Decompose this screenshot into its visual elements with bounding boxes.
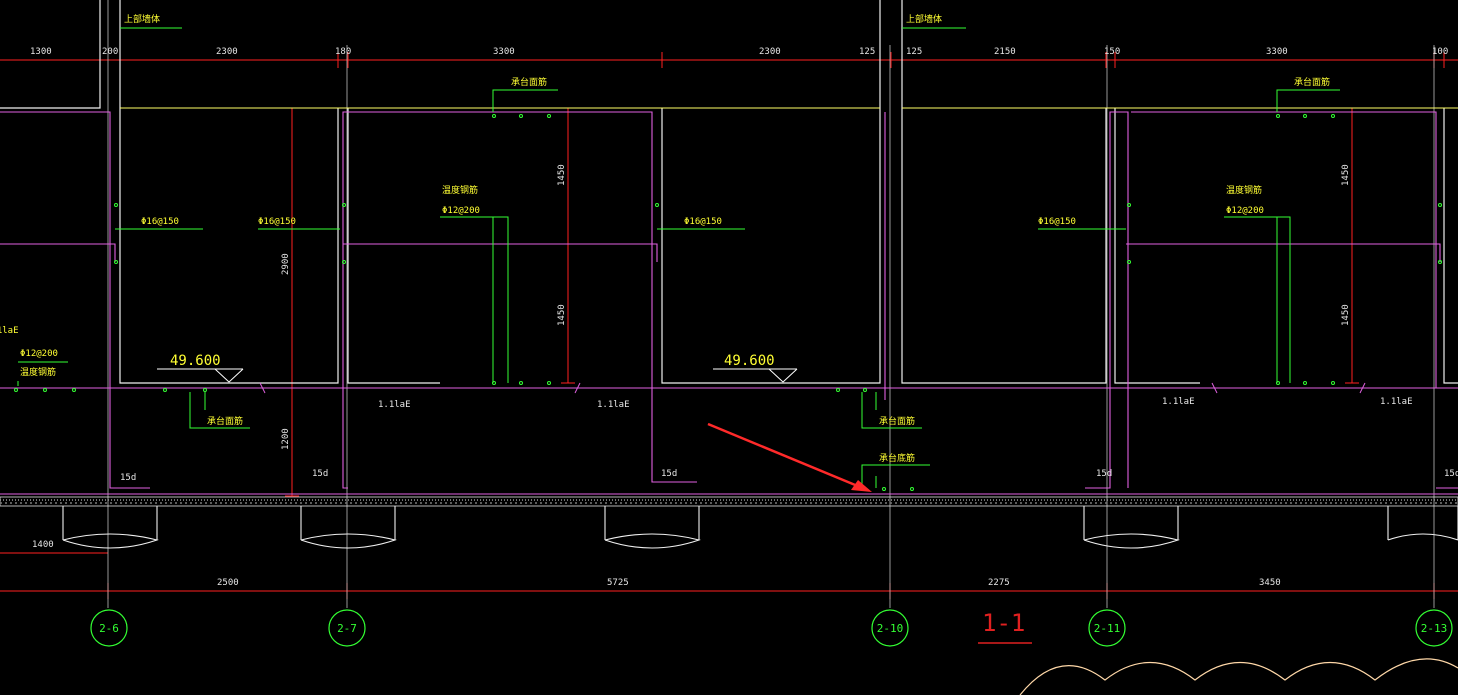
label-d16-2: Φ16@150	[258, 217, 296, 227]
label-wall-left: 上部墙体	[124, 13, 160, 25]
label-d12-1: Φ12@200	[442, 206, 480, 216]
axis-label-2-6: 2-6	[99, 622, 119, 635]
elevation-marker-right	[713, 368, 798, 383]
label-cap-edge-3: 承台面筋	[207, 415, 243, 427]
label-hook-1: 15d	[120, 473, 136, 483]
label-hook-3: 15d	[661, 469, 677, 479]
dim-top-7: 125	[906, 47, 922, 57]
dim-left: 1400	[32, 540, 54, 550]
label-hook-4: 15d	[1096, 469, 1112, 479]
label-d16-4: Φ16@150	[1038, 217, 1076, 227]
dim-top-11: 100	[1432, 47, 1448, 57]
vertical-dimension-labels: 2900 1200 1450 1450 1450 1450	[281, 164, 1351, 450]
label-d12-2: Φ12@200	[1226, 206, 1264, 216]
dim-bottom-2: 2275	[988, 578, 1010, 588]
rebar-lines	[0, 111, 1458, 495]
label-anchor-2: 1.1laE	[597, 400, 630, 410]
axis-bubble-2-13[interactable]	[1415, 609, 1453, 647]
label-anchor-1: 1.1laE	[378, 400, 411, 410]
elevation-marker-left	[157, 368, 244, 383]
dim-top-8: 2150	[994, 47, 1016, 57]
label-hook-2: 15d	[312, 469, 328, 479]
dim-top-1: 200	[102, 47, 118, 57]
dim-bottom-1: 5725	[607, 578, 629, 588]
cloud-curve	[1019, 658, 1458, 695]
bottom-dimension-labels: 2500 5725 2275 3450 1400	[32, 540, 1281, 588]
label-d16-3: Φ16@150	[684, 217, 722, 227]
dim-vert-2: 1450	[557, 164, 567, 186]
bottom-dimension-line	[0, 552, 1458, 599]
label-cap-edge-1: 承台面筋	[511, 76, 547, 88]
label-cap-edge-4: 承台面筋	[879, 415, 915, 427]
label-temp-rebar-2: 温度钢筋	[1226, 184, 1262, 196]
red-arrow-annotation	[707, 422, 872, 492]
dim-top-4: 3300	[493, 47, 515, 57]
dim-top-10: 3300	[1266, 47, 1288, 57]
grid-axis-lines	[107, 0, 1435, 608]
dim-top-9: 150	[1104, 47, 1120, 57]
annotation-labels: 上部墙体 上部墙体 承台面筋 承台面筋 温度钢筋 温度钢筋 Φ12@200 Φ1…	[0, 13, 1330, 464]
dim-top-2: 2300	[216, 47, 238, 57]
label-d16-1: Φ16@150	[141, 217, 179, 227]
label-wall-right: 上部墙体	[906, 13, 942, 25]
elevation-label-left: 49.600	[170, 353, 221, 369]
vertical-dimension-lines	[285, 107, 1359, 497]
label-hook-5: 15d	[1444, 469, 1458, 479]
axis-label-2-13: 2-13	[1421, 622, 1448, 635]
label-temp-rebar-left: 温度钢筋	[20, 366, 56, 378]
axis-bubble-2-6[interactable]	[90, 609, 128, 647]
dim-top-0: 1300	[30, 47, 52, 57]
section-title: 1-1	[982, 609, 1025, 637]
axis-bubble-2-7[interactable]	[328, 609, 366, 647]
label-cap-bottom: 承台底筋	[879, 452, 915, 464]
axis-bubble-2-10[interactable]	[871, 609, 909, 647]
dim-vert-1: 1200	[281, 428, 291, 450]
dim-vert-3: 1450	[557, 304, 567, 326]
label-d12-left: Φ12@200	[20, 349, 58, 359]
dim-top-6: 125	[859, 47, 875, 57]
axis-label-2-7: 2-7	[337, 622, 357, 635]
axis-label-2-10: 2-10	[877, 622, 904, 635]
dim-top-3: 180	[335, 47, 351, 57]
rebar-dots	[14, 114, 1442, 491]
axis-label-2-11: 2-11	[1094, 622, 1121, 635]
foundation-strip	[0, 496, 1458, 507]
top-dimension-labels: 1300 200 2300 180 3300 2300 125 125 2150…	[30, 47, 1448, 57]
elevation-label-right: 49.600	[724, 353, 775, 369]
dim-vert-5: 1450	[1341, 304, 1351, 326]
label-anchor-left-edge: 1.1laE	[0, 326, 19, 336]
elevation-labels: 49.600 49.600	[170, 353, 775, 369]
axis-bubble-2-11[interactable]	[1088, 609, 1126, 647]
wall-outlines	[0, 0, 1458, 384]
dim-vert-0: 2900	[281, 253, 291, 275]
label-temp-rebar-1: 温度钢筋	[442, 184, 478, 196]
dim-vert-4: 1450	[1341, 164, 1351, 186]
label-anchor-4: 1.1laE	[1380, 397, 1413, 407]
dim-bottom-0: 2500	[217, 578, 239, 588]
section-title-block: 1-1	[978, 609, 1032, 644]
dim-bottom-3: 3450	[1259, 578, 1281, 588]
label-anchor-3: 1.1laE	[1162, 397, 1195, 407]
dim-top-5: 2300	[759, 47, 781, 57]
axis-labels: 2-6 2-7 2-10 2-11 2-13	[99, 622, 1447, 635]
label-cap-edge-2: 承台面筋	[1294, 76, 1330, 88]
anchor-hook-labels: 1.1laE 1.1laE 1.1laE 1.1laE 15d 15d 15d …	[120, 397, 1458, 483]
axis-bubbles	[90, 609, 1453, 647]
leader-lines	[17, 27, 1340, 488]
bottom-bar-ticks	[259, 382, 1366, 394]
pile-heads	[62, 506, 1458, 549]
